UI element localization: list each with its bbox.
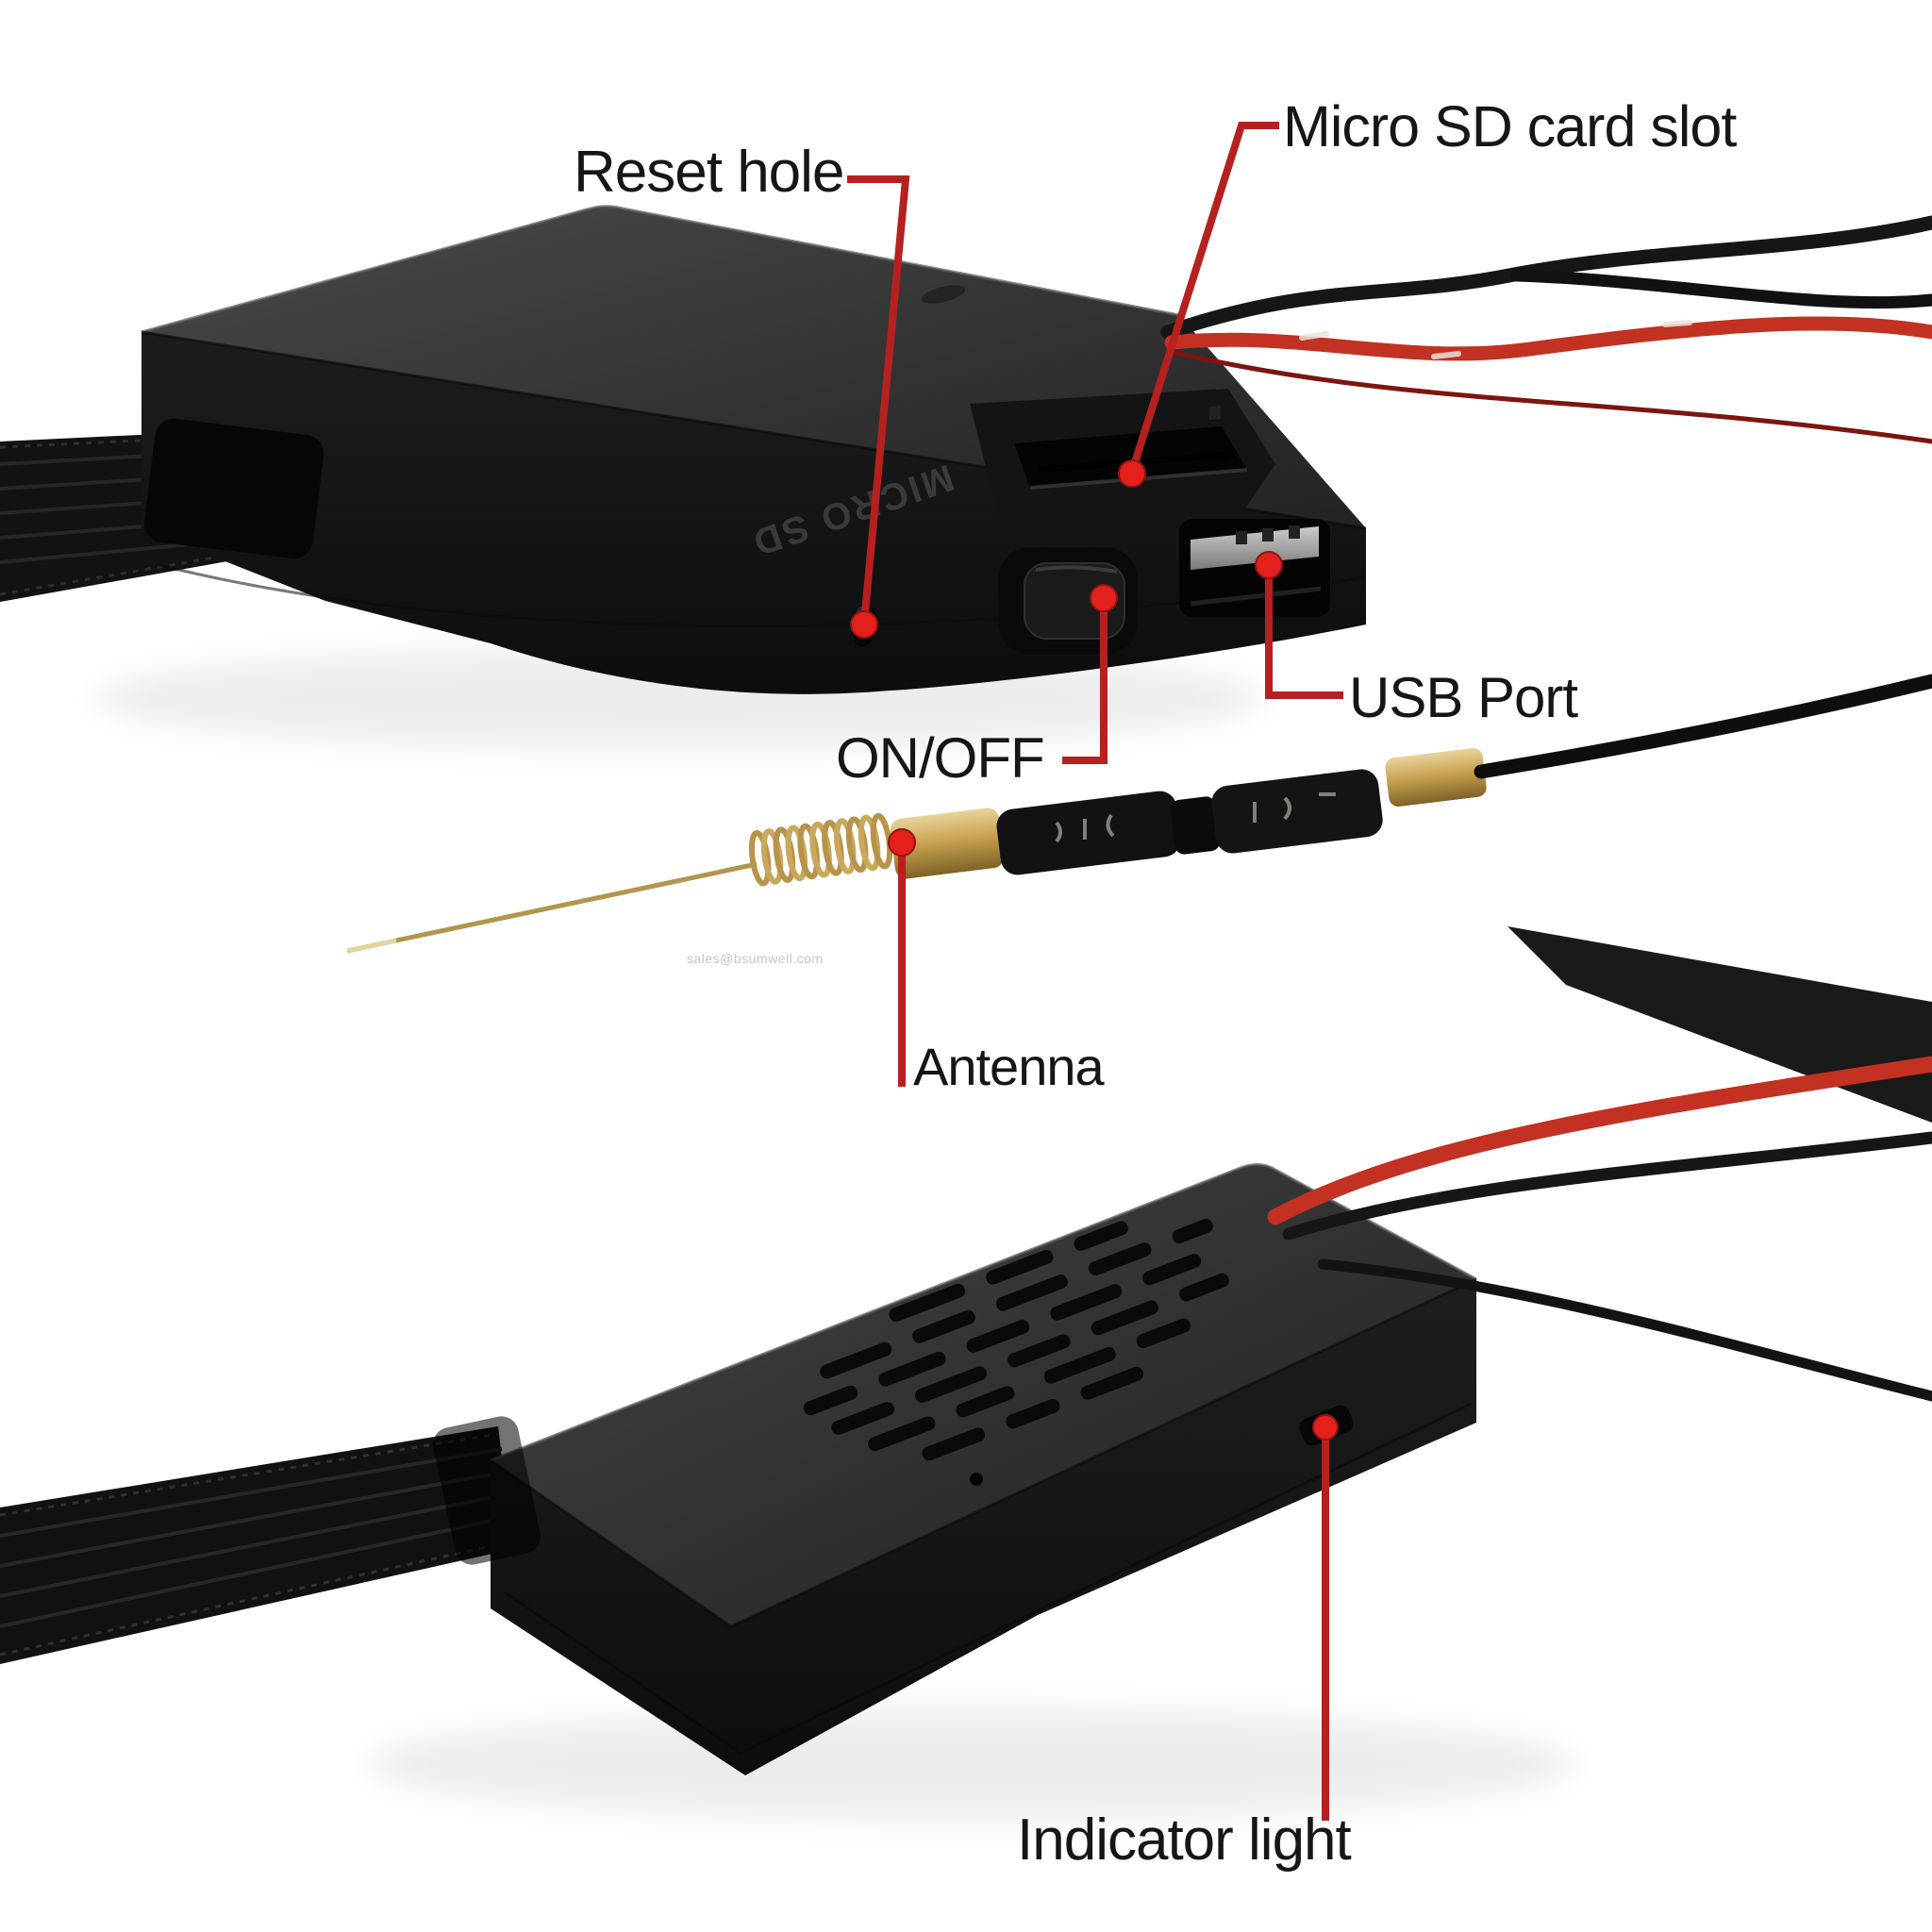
indicator-light-label: Indicator light (1017, 1807, 1352, 1873)
on-off-label: ON/OFF (836, 726, 1045, 790)
red-wire (1164, 316, 1932, 361)
device-top-view: MICRO SD (0, 205, 1932, 694)
reset-hole-label: Reset hole (574, 140, 844, 205)
usb-port-label: USB Port (1349, 666, 1578, 729)
micro-sd-callout-line (1128, 122, 1279, 474)
micro-sd-callout-dot (1118, 459, 1146, 488)
mic-hole (970, 1473, 983, 1486)
antenna-callout-dot (888, 828, 916, 857)
reset-hole-callout-dot (850, 610, 878, 639)
on-off-callout-dot (1090, 584, 1118, 612)
power-switch (998, 547, 1138, 655)
callout-lines (847, 122, 1343, 1821)
antenna-cable (1474, 674, 1932, 779)
black-wire-2 (1510, 269, 1932, 309)
thin-red-wire (1173, 350, 1932, 444)
antenna-shrink-tube-1 (996, 791, 1181, 875)
antenna-shrink-tube-2 (1211, 769, 1383, 854)
wire-print-marks (1299, 320, 1692, 359)
power-wires-bottom (1267, 926, 1932, 1402)
watermark-text: sales@bsumwell.com (687, 951, 824, 966)
emboss-mark (921, 285, 966, 304)
indicator-light-callout-dot (1312, 1414, 1339, 1441)
antenna-needle (346, 861, 758, 954)
sd-card-slot (970, 389, 1275, 523)
power-wires-top (1160, 215, 1932, 444)
strap-slot (143, 418, 325, 559)
antenna-joint (1170, 796, 1221, 855)
strap-bottom (0, 1426, 513, 1664)
device-bottom-view (0, 926, 1932, 1775)
antenna-coil (748, 812, 893, 887)
reset-hole-callout-line (847, 175, 910, 624)
antenna-gold-barrel (890, 808, 1005, 879)
antenna-gold-sleeve (1385, 748, 1487, 807)
shrink-tube-marks (1055, 792, 1336, 843)
callout-dots (850, 459, 1339, 1441)
case-seam-bottom (504, 1402, 1473, 1755)
bottom-device-shadow (368, 1707, 1575, 1821)
usb-port-callout-dot (1255, 551, 1283, 579)
antenna-label: Antenna (913, 1037, 1105, 1096)
usb-port-callout-line (1265, 568, 1343, 699)
antenna-assembly (346, 674, 1932, 954)
black-wire-bottom-2 (1317, 1258, 1932, 1402)
micro-sd-label: Micro SD card slot (1283, 94, 1737, 158)
black-wire-bottom (1282, 1131, 1932, 1241)
on-off-callout-line (1062, 602, 1108, 764)
red-wire-bottom (1267, 1056, 1932, 1225)
usb-port (1179, 405, 1330, 617)
strap-slot-bottom (432, 1416, 541, 1565)
speaker-grille (803, 1219, 1229, 1461)
